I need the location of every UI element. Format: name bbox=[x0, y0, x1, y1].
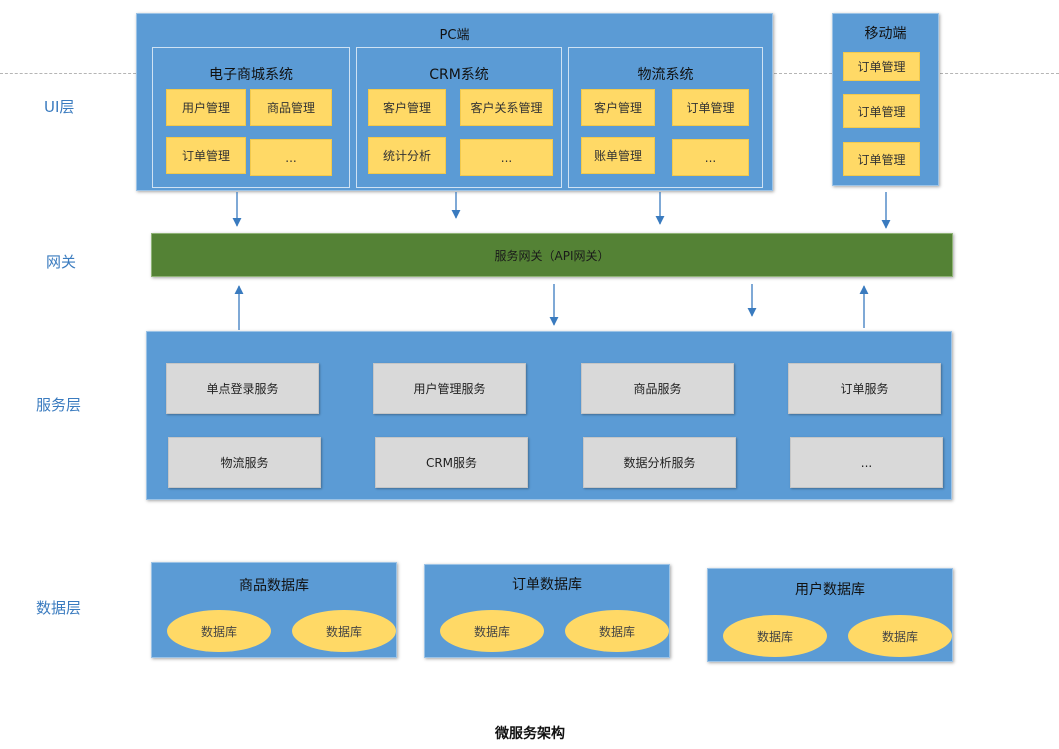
service-box: 订单服务 bbox=[788, 363, 941, 414]
layer-label-gateway: 网关 bbox=[46, 253, 77, 271]
db-panel-user: 用户数据库 数据库 数据库 bbox=[707, 568, 953, 662]
db-panel-order: 订单数据库 数据库 数据库 bbox=[424, 564, 670, 658]
db-panel-title: 订单数据库 bbox=[512, 577, 582, 593]
database-ellipse: 数据库 bbox=[167, 610, 271, 652]
service-box: ... bbox=[790, 437, 943, 488]
system-title: CRM系统 bbox=[429, 67, 489, 83]
system-item: 商品管理 bbox=[250, 89, 332, 126]
layer-label-ui: UI层 bbox=[44, 98, 75, 116]
system-title: 物流系统 bbox=[637, 67, 694, 83]
database-ellipse: 数据库 bbox=[292, 610, 396, 652]
database-ellipse: 数据库 bbox=[440, 610, 544, 652]
system-title: 电子商城系统 bbox=[209, 67, 293, 83]
service-box: 商品服务 bbox=[581, 363, 734, 414]
service-box: 单点登录服务 bbox=[166, 363, 319, 414]
pc-panel-title: PC端 bbox=[439, 28, 470, 43]
ui-separator-right bbox=[940, 73, 1059, 74]
mobile-item: 订单管理 bbox=[843, 52, 920, 81]
pc-panel: PC端 电子商城系统 用户管理 商品管理 订单管理 ... CRM系统 客户管理… bbox=[136, 13, 773, 191]
service-box: CRM服务 bbox=[375, 437, 528, 488]
mobile-item: 订单管理 bbox=[843, 142, 920, 176]
system-item: 账单管理 bbox=[581, 137, 655, 174]
system-logistics: 物流系统 客户管理 订单管理 账单管理 ... bbox=[568, 47, 763, 188]
diagram-caption: 微服务架构 bbox=[495, 726, 565, 742]
system-ecommerce: 电子商城系统 用户管理 商品管理 订单管理 ... bbox=[152, 47, 350, 188]
database-ellipse: 数据库 bbox=[848, 615, 952, 657]
system-crm: CRM系统 客户管理 客户关系管理 统计分析 ... bbox=[356, 47, 562, 188]
system-item: ... bbox=[250, 139, 332, 176]
system-item: 订单管理 bbox=[166, 137, 246, 174]
mobile-panel: 移动端 订单管理 订单管理 订单管理 bbox=[832, 13, 939, 186]
db-panel-title: 用户数据库 bbox=[795, 582, 865, 598]
system-item: ... bbox=[460, 139, 553, 176]
system-item: 统计分析 bbox=[368, 137, 446, 174]
api-gateway: 服务网关（API网关） bbox=[151, 233, 953, 277]
db-panel-title: 商品数据库 bbox=[239, 578, 309, 594]
service-box: 数据分析服务 bbox=[583, 437, 736, 488]
service-box: 物流服务 bbox=[168, 437, 321, 488]
database-ellipse: 数据库 bbox=[565, 610, 669, 652]
layer-label-data: 数据层 bbox=[36, 599, 82, 617]
ui-separator-left bbox=[0, 73, 136, 74]
system-item: 客户管理 bbox=[368, 89, 446, 126]
ui-separator-middle bbox=[774, 73, 832, 74]
system-item: 客户管理 bbox=[581, 89, 655, 126]
service-panel: 单点登录服务 用户管理服务 商品服务 订单服务 物流服务 CRM服务 数据分析服… bbox=[146, 331, 952, 500]
mobile-item: 订单管理 bbox=[843, 94, 920, 128]
service-box: 用户管理服务 bbox=[373, 363, 526, 414]
db-panel-product: 商品数据库 数据库 数据库 bbox=[151, 562, 397, 658]
mobile-panel-title: 移动端 bbox=[864, 26, 907, 42]
system-item: 用户管理 bbox=[166, 89, 246, 126]
system-item: 客户关系管理 bbox=[460, 89, 553, 126]
database-ellipse: 数据库 bbox=[723, 615, 827, 657]
layer-label-service: 服务层 bbox=[36, 396, 82, 414]
system-item: ... bbox=[672, 139, 749, 176]
system-item: 订单管理 bbox=[672, 89, 749, 126]
